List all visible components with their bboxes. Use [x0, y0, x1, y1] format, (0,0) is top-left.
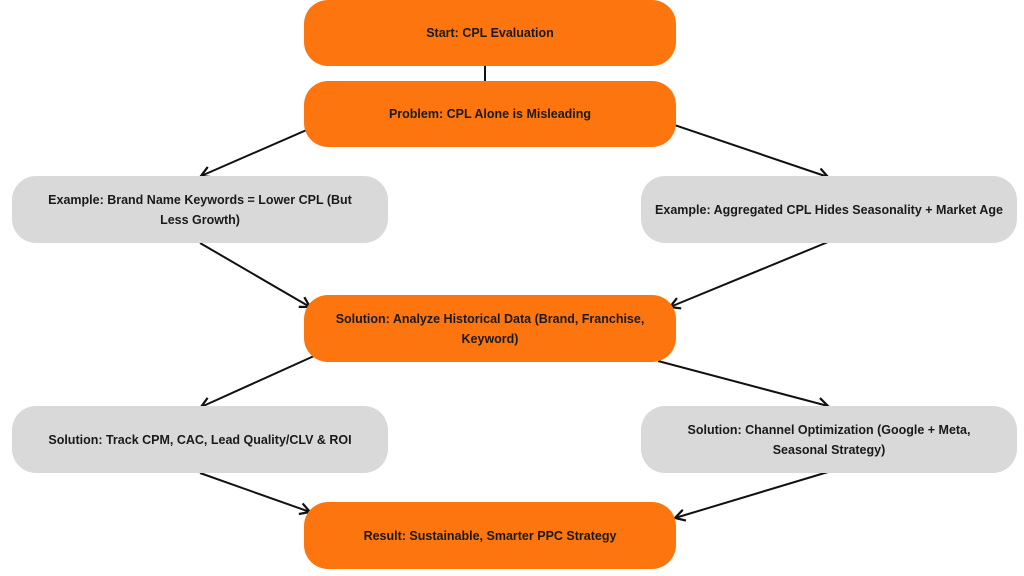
node-example-aggregated: Example: Aggregated CPL Hides Seasonalit…	[641, 176, 1017, 243]
node-solution-historical-label: Solution: Analyze Historical Data (Brand…	[335, 311, 645, 346]
node-example-aggregated-label: Example: Aggregated CPL Hides Seasonalit…	[655, 202, 1003, 217]
node-solution-channel-label: Solution: Channel Optimization (Google +…	[687, 422, 971, 457]
node-example-brand: Example: Brand Name Keywords = Lower CPL…	[12, 176, 388, 243]
node-solution-historical: Solution: Analyze Historical Data (Brand…	[304, 295, 676, 362]
node-start: Start: CPL Evaluation	[304, 0, 676, 66]
node-start-label: Start: CPL Evaluation	[426, 26, 554, 40]
arrow-solution-historical-to-solution-track	[198, 355, 315, 410]
arrow-example-brand-to-solution-historical	[199, 242, 312, 309]
node-solution-track-label: Solution: Track CPM, CAC, Lead Quality/C…	[48, 432, 352, 447]
arrow-solution-channel-to-result	[672, 471, 829, 522]
node-result-label: Result: Sustainable, Smarter PPC Strateg…	[363, 528, 617, 543]
node-solution-channel: Solution: Channel Optimization (Google +…	[641, 406, 1017, 473]
arrow-solution-historical-to-solution-channel	[657, 360, 831, 410]
node-problem: Problem: CPL Alone is Misleading	[304, 81, 676, 147]
arrow-solution-track-to-result	[199, 472, 313, 516]
node-result: Result: Sustainable, Smarter PPC Strateg…	[304, 502, 676, 569]
node-problem-label: Problem: CPL Alone is Misleading	[388, 107, 592, 121]
node-solution-track: Solution: Track CPM, CAC, Lead Quality/C…	[12, 406, 388, 473]
arrow-example-aggregated-to-solution-historical	[667, 241, 829, 310]
node-example-brand-label: Example: Brand Name Keywords = Lower CPL…	[48, 192, 352, 227]
